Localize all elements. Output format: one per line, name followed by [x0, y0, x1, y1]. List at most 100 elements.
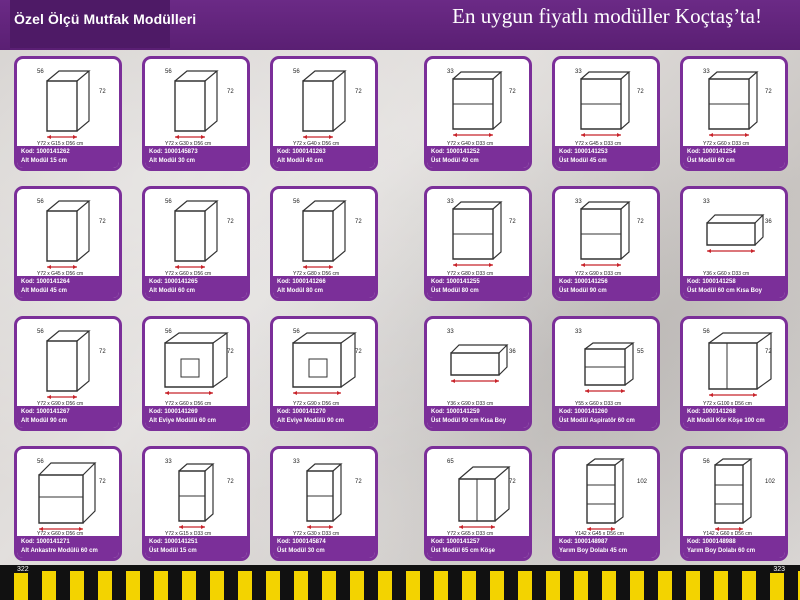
- module-name: Alt Modül Kör Köşe 100 cm: [687, 418, 765, 424]
- depth-dimension: 56: [37, 199, 44, 205]
- page-number-right: 323: [770, 566, 788, 573]
- dimension-caption: Y72 x G60 x D56 cm: [165, 271, 211, 277]
- height-dimension: 72: [227, 219, 234, 225]
- module-code: Kod: 1000141266: [277, 279, 326, 285]
- dimension-caption: Y72 x G45 x D56 cm: [37, 271, 83, 277]
- module-name: Üst Modül 15 cm: [149, 548, 197, 554]
- module-code: Kod: 1000141255: [431, 279, 480, 285]
- module-code: Kod: 1000141262: [21, 149, 70, 155]
- dimension-caption: Y72 x G100 x D56 cm: [703, 401, 752, 407]
- module-name: Üst Modül Aspiratör 60 cm: [559, 418, 635, 424]
- module-name: Alt Eviye Modülü 60 cm: [149, 418, 217, 424]
- height-dimension: 36: [509, 349, 516, 355]
- dimension-caption: Y72 x G40 x D56 cm: [293, 141, 339, 147]
- depth-dimension: 33: [575, 329, 582, 335]
- module-name: Üst Modül 60 cm Kısa Boy: [687, 288, 763, 294]
- module-code: Kod: 1000141271: [21, 539, 70, 545]
- dimension-caption: Y142 x G60 x D56 cm: [703, 531, 752, 537]
- height-dimension: 55: [637, 349, 644, 355]
- module-code: Kod: 1000141254: [687, 149, 736, 155]
- height-dimension: 72: [227, 479, 234, 485]
- dimension-caption: Y55 x G60 x D33 cm: [575, 401, 621, 407]
- header-bar: Özel Ölçü Mutfak Modülleri En uygun fiya…: [0, 0, 800, 50]
- module-name: Yarım Boy Dolabı 45 cm: [559, 548, 628, 554]
- section-tab: [10, 0, 170, 48]
- module-code: Kod: 1000141260: [559, 409, 608, 415]
- depth-dimension: 65: [447, 459, 454, 465]
- page-number-left: 322: [14, 566, 32, 573]
- dimension-caption: Y72 x G40 x D33 cm: [447, 141, 493, 147]
- height-dimension: 72: [509, 89, 516, 95]
- module-code: Kod: 1000141264: [21, 279, 70, 285]
- module-name: Üst Modül 45 cm: [559, 158, 607, 164]
- height-dimension: 102: [637, 479, 648, 485]
- module-code: Kod: 1000148987: [559, 539, 608, 545]
- module-name: Yarım Boy Dolabı 60 cm: [687, 548, 756, 554]
- height-dimension: 72: [227, 89, 234, 95]
- module-code: Kod: 1000141265: [149, 279, 198, 285]
- height-dimension: 72: [765, 349, 772, 355]
- height-dimension: 72: [509, 479, 516, 485]
- module-code: Kod: 1000141263: [277, 149, 326, 155]
- depth-dimension: 56: [37, 69, 44, 75]
- dimension-caption: Y72 x G30 x D56 cm: [165, 141, 211, 147]
- depth-dimension: 56: [37, 459, 44, 465]
- depth-dimension: 56: [165, 329, 172, 335]
- dimension-caption: Y72 x G60 x D56 cm: [165, 401, 211, 407]
- module-name: Üst Modül 90 cm Kısa Boy: [431, 418, 507, 424]
- dimension-caption: Y72 x G30 x D33 cm: [293, 531, 339, 537]
- module-name: Alt Modül 90 cm: [21, 418, 68, 424]
- module-code: Kod: 1000145874: [277, 539, 326, 545]
- module-code: Kod: 1000141268: [687, 409, 736, 415]
- height-dimension: 72: [355, 89, 362, 95]
- module-name: Üst Modül 90 cm: [559, 288, 607, 294]
- depth-dimension: 33: [703, 199, 710, 205]
- depth-dimension: 33: [575, 199, 582, 205]
